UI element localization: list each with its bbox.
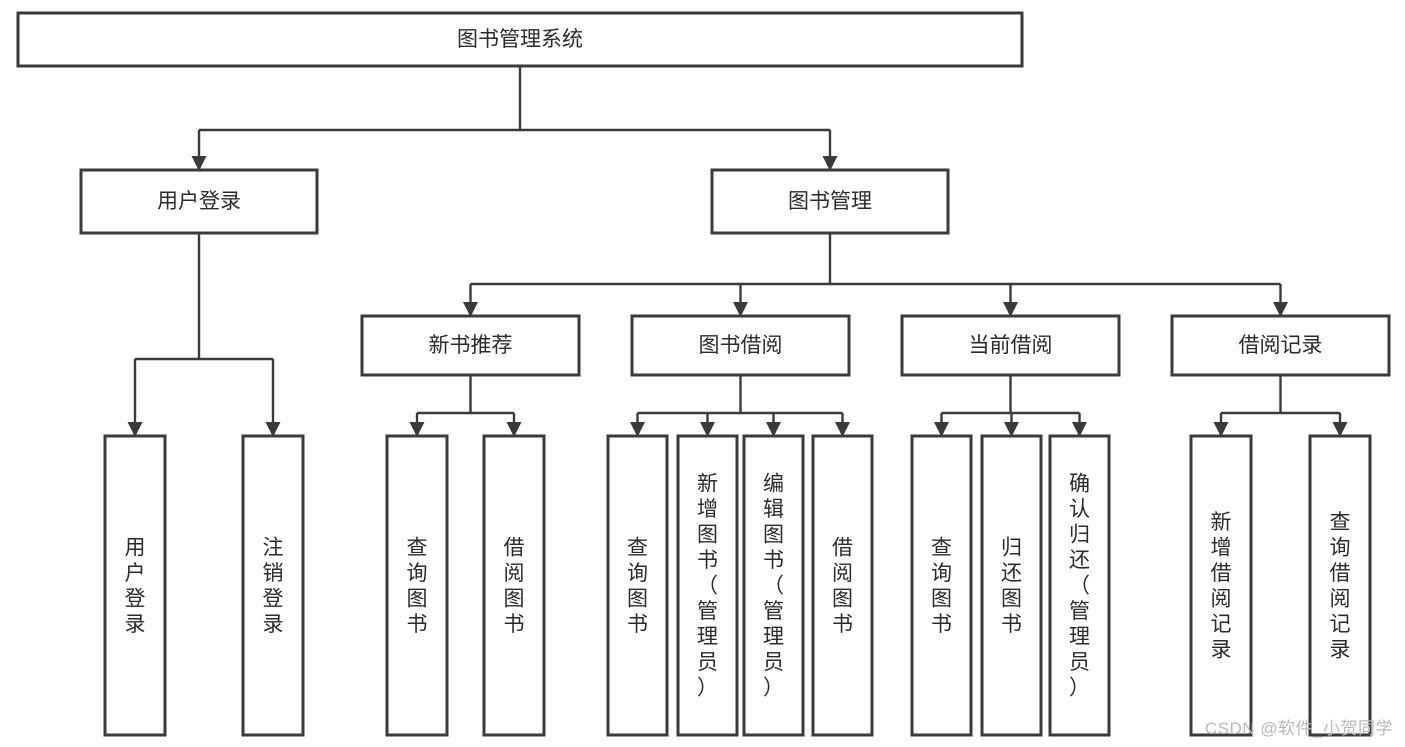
connector-group-book-manage: [463, 233, 1288, 317]
node-book-manage[interactable]: 图书管理: [710, 168, 950, 235]
node-label: 归还图书: [1001, 536, 1022, 636]
node-box: [1170, 314, 1391, 377]
node-box: [360, 314, 581, 377]
node-box: [241, 434, 305, 737]
arrow-head-icon: [1072, 422, 1087, 437]
connector-group-current-borrow: [934, 375, 1087, 437]
node-layer: 图书管理系统用户登录图书管理新书推荐图书借阅当前借阅借阅记录用户登录注销登录查询…: [16, 11, 1391, 737]
node-label: 图书借阅: [699, 334, 783, 357]
arrow-head-icon: [822, 156, 838, 171]
connector-group-root: [191, 66, 838, 171]
arrow-head-icon: [463, 302, 478, 317]
node-leaf-return-book[interactable]: 归还图书: [980, 434, 1043, 737]
node-box: [1048, 434, 1111, 737]
node-label: 借阅记录: [1239, 334, 1323, 357]
node-leaf-confirm-return[interactable]: 确认归还（管理员）: [1048, 434, 1111, 737]
arrow-head-icon: [630, 422, 645, 437]
node-leaf-add-record[interactable]: 新增借阅记录: [1189, 434, 1253, 737]
node-label: 查询借阅记录: [1330, 511, 1351, 662]
node-label: 查询图书: [931, 536, 952, 636]
node-leaf-query-record[interactable]: 查询借阅记录: [1308, 434, 1372, 737]
arrow-head-icon: [766, 422, 781, 437]
node-box: [606, 434, 669, 737]
connector-layer: [127, 66, 1348, 437]
node-label: 编辑图书（管理员）: [763, 473, 784, 700]
node-box: [710, 168, 950, 235]
node-box: [103, 434, 167, 737]
node-label: 用户登录: [157, 190, 241, 213]
arrow-head-icon: [191, 156, 207, 171]
node-user-login[interactable]: 用户登录: [79, 168, 319, 235]
node-label: 新增借阅记录: [1211, 511, 1232, 662]
node-label: 图书管理系统: [457, 28, 583, 51]
node-label: 查询图书: [407, 536, 428, 636]
arrow-head-icon: [1213, 422, 1229, 437]
arrow-head-icon: [127, 422, 143, 437]
node-box: [385, 434, 449, 737]
arrow-head-icon: [1004, 422, 1019, 437]
node-root[interactable]: 图书管理系统: [16, 11, 1024, 68]
arrow-head-icon: [409, 422, 425, 437]
node-current-borrow[interactable]: 当前借阅: [900, 314, 1121, 377]
arrow-head-icon: [700, 422, 715, 437]
node-label: 借阅图书: [504, 536, 525, 636]
node-label: 新增图书（管理员）: [697, 473, 718, 700]
arrow-head-icon: [733, 302, 748, 317]
connector-group-user-login: [127, 233, 281, 437]
arrow-head-icon: [1332, 422, 1348, 437]
node-label: 新书推荐: [429, 334, 513, 357]
node-label: 图书管理: [788, 190, 872, 213]
arrow-head-icon: [506, 422, 522, 437]
node-box: [676, 434, 739, 737]
connector-group-new-book-rec: [409, 375, 522, 437]
node-box: [630, 314, 851, 377]
arrow-head-icon: [835, 422, 850, 437]
node-book-borrow[interactable]: 图书借阅: [630, 314, 851, 377]
node-leaf-borrow-book-rec[interactable]: 借阅图书: [482, 434, 546, 737]
node-box: [742, 434, 805, 737]
arrow-head-icon: [1003, 302, 1018, 317]
arrow-head-icon: [265, 422, 281, 437]
node-borrow-record[interactable]: 借阅记录: [1170, 314, 1391, 377]
node-leaf-query-book[interactable]: 查询图书: [606, 434, 669, 737]
node-label: 借阅图书: [832, 536, 853, 636]
node-box: [79, 168, 319, 235]
node-box: [482, 434, 546, 737]
node-leaf-query-book-cur[interactable]: 查询图书: [910, 434, 973, 737]
node-label: 注销登录: [263, 536, 284, 636]
node-label: 当前借阅: [969, 334, 1053, 357]
node-leaf-logout[interactable]: 注销登录: [241, 434, 305, 737]
node-box: [811, 434, 874, 737]
node-new-book-rec[interactable]: 新书推荐: [360, 314, 581, 377]
node-leaf-edit-book[interactable]: 编辑图书（管理员）: [742, 434, 805, 737]
node-label: 确认归还（管理员）: [1069, 473, 1090, 700]
connector-group-book-borrow: [630, 375, 850, 437]
node-box: [910, 434, 973, 737]
node-box: [900, 314, 1121, 377]
node-label: 查询图书: [627, 536, 648, 636]
node-label: 用户登录: [125, 536, 146, 636]
node-box: [980, 434, 1043, 737]
node-leaf-user-login[interactable]: 用户登录: [103, 434, 167, 737]
node-leaf-query-book-rec[interactable]: 查询图书: [385, 434, 449, 737]
node-box: [1308, 434, 1372, 737]
arrow-head-icon: [1273, 302, 1288, 317]
node-leaf-add-book[interactable]: 新增图书（管理员）: [676, 434, 739, 737]
node-box: [16, 11, 1024, 68]
node-leaf-borrow-book[interactable]: 借阅图书: [811, 434, 874, 737]
node-box: [1189, 434, 1253, 737]
arrow-head-icon: [934, 422, 949, 437]
connector-group-borrow-record: [1213, 375, 1348, 437]
